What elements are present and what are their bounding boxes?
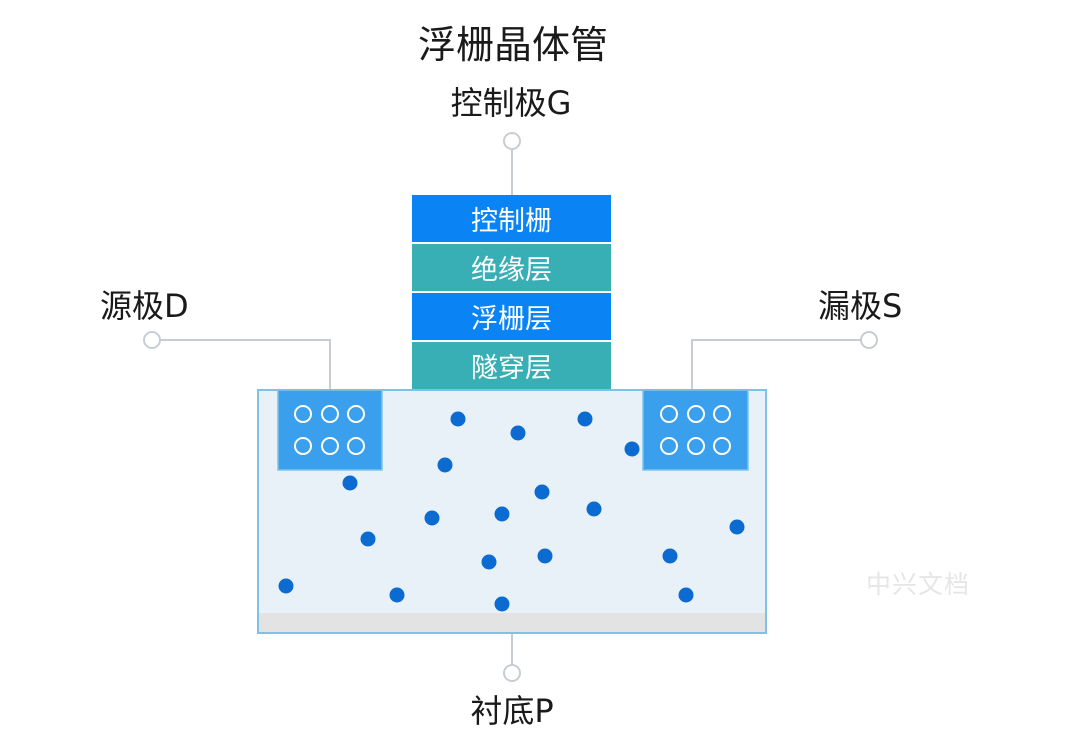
hole — [687, 437, 705, 455]
substrate-bottom-strip — [259, 613, 765, 632]
electron — [537, 548, 553, 564]
electron — [534, 484, 550, 500]
source-connector-line — [160, 339, 331, 390]
electron — [729, 519, 745, 535]
floating-gate-layer: 浮栅层 — [412, 293, 611, 340]
electron — [624, 441, 640, 457]
hole — [294, 405, 312, 423]
electron — [278, 578, 294, 594]
electron — [424, 510, 440, 526]
hole — [687, 405, 705, 423]
electron — [389, 587, 405, 603]
electron — [494, 596, 510, 612]
connector-lines — [160, 149, 861, 665]
tunnel-layer: 隧穿层 — [412, 342, 611, 389]
terminal-nodes — [143, 132, 878, 682]
hole — [660, 437, 678, 455]
hole — [294, 437, 312, 455]
source-well-holes — [294, 405, 365, 455]
electrons — [278, 411, 745, 612]
hole — [347, 437, 365, 455]
gate-terminal-node — [503, 132, 521, 150]
gate-terminal-label: 控制极G — [450, 84, 572, 122]
substrate-terminal-node — [503, 664, 521, 682]
hole — [321, 405, 339, 423]
hole — [713, 437, 731, 455]
electron — [510, 425, 526, 441]
electron — [662, 548, 678, 564]
electron — [577, 411, 593, 427]
electron — [342, 475, 358, 491]
drain-terminal-node — [860, 331, 878, 349]
diagram-title: 浮栅晶体管 — [417, 23, 608, 67]
hole — [321, 437, 339, 455]
drain-terminal-label: 漏极S — [818, 287, 903, 325]
watermark: 中兴文档 — [866, 570, 971, 599]
source-terminal-label: 源极D — [100, 287, 189, 325]
source-well — [277, 389, 383, 471]
source-terminal-node — [143, 331, 161, 349]
electron — [450, 411, 466, 427]
substrate-terminal-label: 衬底P — [470, 692, 554, 730]
electron — [586, 501, 602, 517]
electron — [494, 506, 510, 522]
electron — [437, 457, 453, 473]
drain-well — [642, 389, 749, 471]
electron — [481, 554, 497, 570]
drain-well-holes — [660, 405, 731, 455]
hole — [660, 405, 678, 423]
control-gate-layer: 控制栅 — [412, 195, 611, 242]
hole — [347, 405, 365, 423]
drain-connector-line — [691, 339, 861, 390]
electron — [360, 531, 376, 547]
hole — [713, 405, 731, 423]
electron — [678, 587, 694, 603]
insulator-layer: 绝缘层 — [412, 244, 611, 291]
